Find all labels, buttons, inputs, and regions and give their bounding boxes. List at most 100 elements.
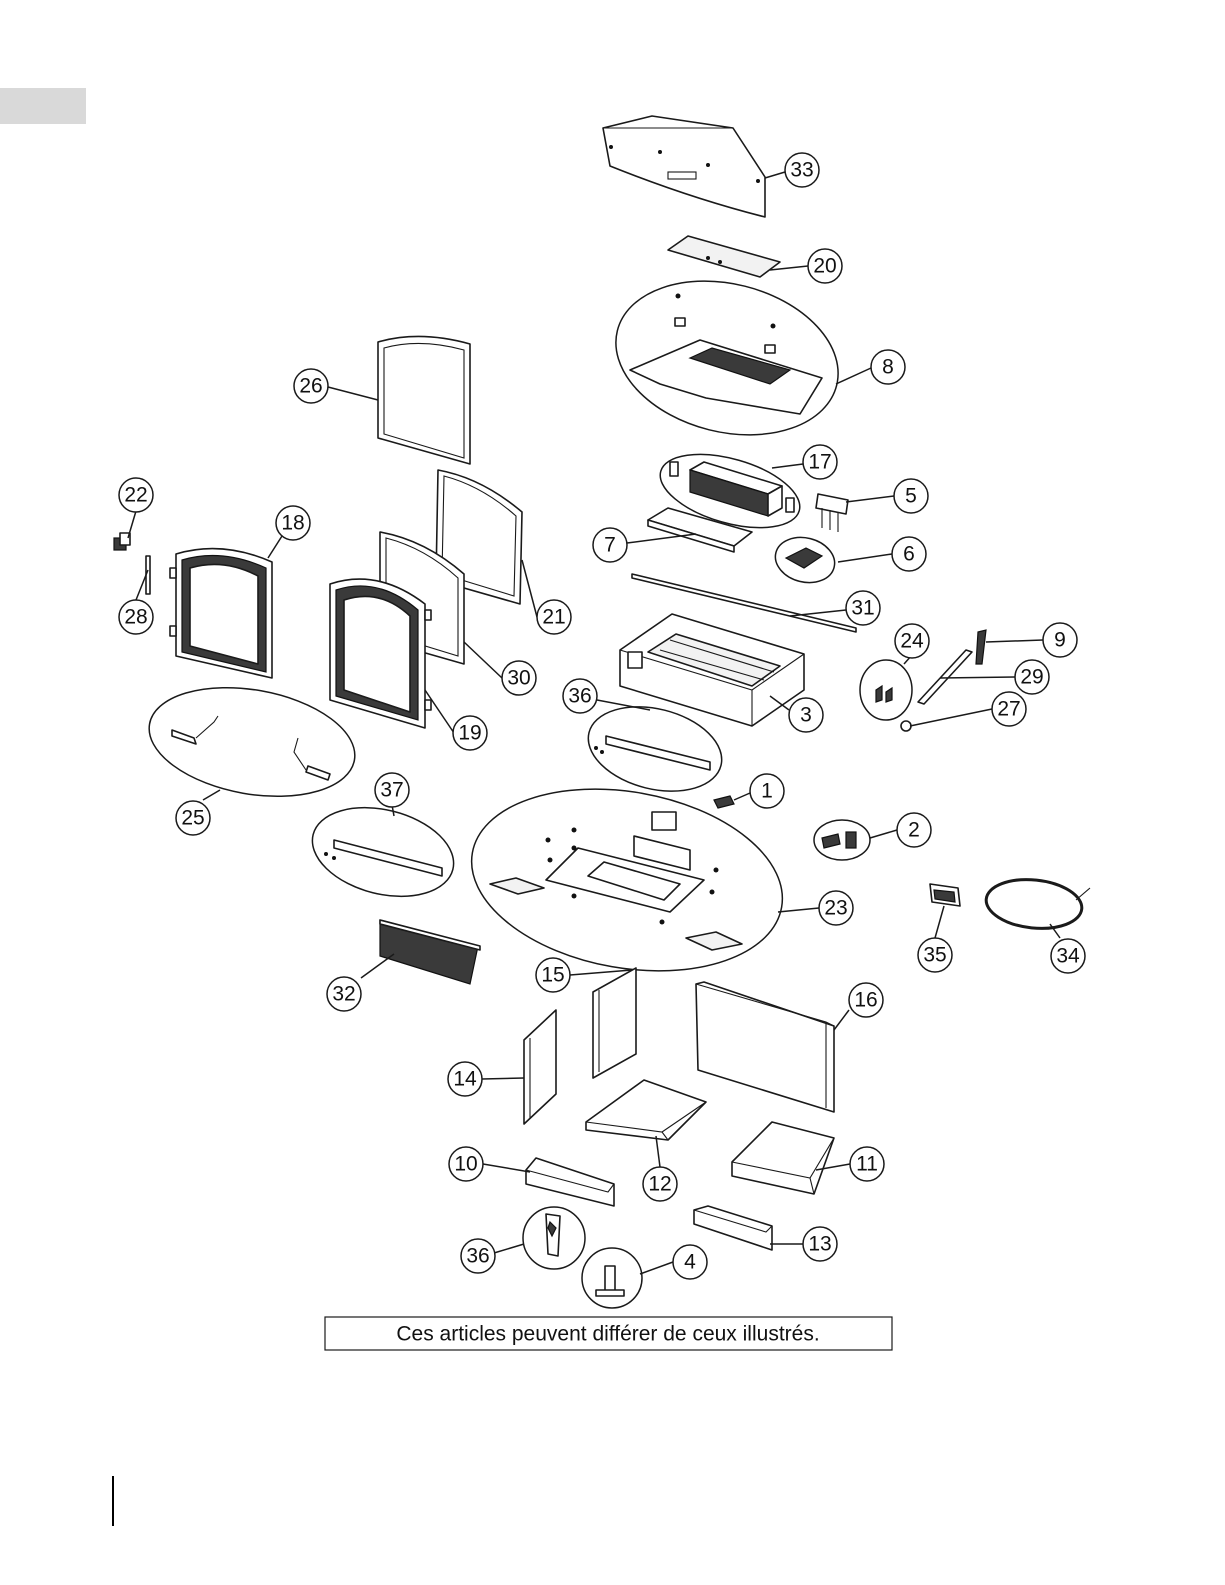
svg-text:17: 17 — [808, 451, 831, 474]
callout-17: 17 — [803, 445, 837, 479]
callout-35: 35 — [918, 938, 952, 972]
svg-text:35: 35 — [923, 944, 946, 967]
part-13-log — [694, 1206, 772, 1250]
part-33-hood — [603, 116, 765, 217]
part-6-valve-group — [771, 531, 840, 588]
svg-text:11: 11 — [856, 1153, 878, 1176]
svg-text:2: 2 — [908, 819, 920, 842]
svg-text:1: 1 — [761, 780, 773, 803]
svg-text:27: 27 — [997, 698, 1020, 721]
callout-14: 14 — [448, 1062, 482, 1096]
callout-3: 3 — [789, 698, 823, 732]
callout-13: 13 — [803, 1227, 837, 1261]
callout-23: 23 — [819, 891, 853, 925]
svg-text:13: 13 — [808, 1233, 831, 1256]
svg-text:12: 12 — [648, 1173, 671, 1196]
callout-19: 19 — [453, 716, 487, 750]
svg-text:36: 36 — [466, 1245, 489, 1268]
svg-text:19: 19 — [458, 722, 481, 745]
callout-30: 30 — [502, 661, 536, 695]
callout-9: 9 — [1043, 623, 1077, 657]
svg-text:8: 8 — [882, 356, 894, 379]
part-5-bracket — [816, 494, 848, 532]
part-18-door — [170, 549, 272, 678]
part-32-louver — [380, 920, 480, 984]
svg-text:22: 22 — [124, 484, 147, 507]
callout-32: 32 — [327, 977, 361, 1011]
callout-15: 15 — [536, 958, 570, 992]
callout-20: 20 — [808, 249, 842, 283]
callout-5: 5 — [894, 479, 928, 513]
svg-text:18: 18 — [281, 512, 304, 535]
part-34-cable — [984, 875, 1090, 933]
svg-text:24: 24 — [900, 630, 924, 653]
note-box: Ces articles peuvent différer de ceux il… — [325, 1317, 892, 1350]
svg-text:28: 28 — [124, 606, 147, 629]
part-22-latch — [114, 533, 130, 550]
svg-text:3: 3 — [800, 704, 812, 727]
part-16-back-panel — [696, 982, 834, 1112]
svg-text:21: 21 — [542, 606, 565, 629]
part-11-log — [732, 1122, 834, 1194]
callout-7: 7 — [593, 528, 627, 562]
callout-29: 29 — [1015, 660, 1049, 694]
svg-text:32: 32 — [332, 983, 355, 1006]
part-36-lower-plate-circle — [523, 1207, 585, 1269]
callout-36-lower: 36 — [461, 1239, 495, 1273]
callout-2: 2 — [897, 813, 931, 847]
callout-18: 18 — [276, 506, 310, 540]
callout-10: 10 — [449, 1147, 483, 1181]
svg-text:14: 14 — [453, 1068, 477, 1091]
svg-text:7: 7 — [604, 534, 616, 557]
svg-text:5: 5 — [905, 485, 917, 508]
svg-text:4: 4 — [684, 1251, 696, 1274]
callout-25: 25 — [176, 801, 210, 835]
callout-6: 6 — [892, 537, 926, 571]
part-14-side-panel — [524, 1010, 556, 1124]
callout-11: 11 — [850, 1147, 884, 1181]
part-8-burner-tray-group — [599, 259, 854, 457]
part-27-knob — [901, 721, 911, 731]
callout-24: 24 — [895, 624, 929, 658]
svg-text:25: 25 — [181, 807, 204, 830]
part-37-lower-bar-group — [303, 794, 463, 910]
part-26-panel — [378, 336, 470, 464]
callout-31: 31 — [846, 591, 880, 625]
svg-text:37: 37 — [380, 779, 403, 802]
svg-text:36: 36 — [568, 685, 591, 708]
part-23-base-hardware-group — [457, 766, 797, 994]
callout-26: 26 — [294, 369, 328, 403]
callout-4: 4 — [673, 1245, 707, 1279]
svg-text:26: 26 — [299, 375, 322, 398]
svg-text:30: 30 — [507, 667, 530, 690]
svg-text:16: 16 — [854, 989, 877, 1012]
svg-text:34: 34 — [1056, 945, 1080, 968]
svg-text:10: 10 — [454, 1153, 477, 1176]
part-19-door — [330, 579, 431, 728]
callout-21: 21 — [537, 600, 571, 634]
svg-text:23: 23 — [824, 897, 847, 920]
callout-12: 12 — [643, 1167, 677, 1201]
callout-36-upper: 36 — [563, 679, 597, 713]
callout-8: 8 — [871, 350, 905, 384]
callout-16: 16 — [849, 983, 883, 1017]
svg-text:9: 9 — [1054, 629, 1066, 652]
part-24-fastener-group — [860, 660, 912, 720]
note-text: Ces articles peuvent différer de ceux il… — [396, 1323, 819, 1346]
part-20-plate — [668, 236, 780, 277]
svg-text:31: 31 — [851, 597, 874, 620]
callout-27: 27 — [992, 692, 1026, 726]
part-12-log — [586, 1080, 706, 1140]
part-2-switch-group — [814, 820, 870, 860]
svg-text:20: 20 — [813, 255, 836, 278]
callout-37: 37 — [375, 773, 409, 807]
callout-22: 22 — [119, 478, 153, 512]
callout-33: 33 — [785, 153, 819, 187]
callout-28: 28 — [119, 600, 153, 634]
part-35-bracket — [930, 884, 960, 906]
part-4-post-circle — [582, 1248, 642, 1308]
callout-34: 34 — [1051, 939, 1085, 973]
svg-text:33: 33 — [790, 159, 813, 182]
svg-text:6: 6 — [903, 543, 915, 566]
